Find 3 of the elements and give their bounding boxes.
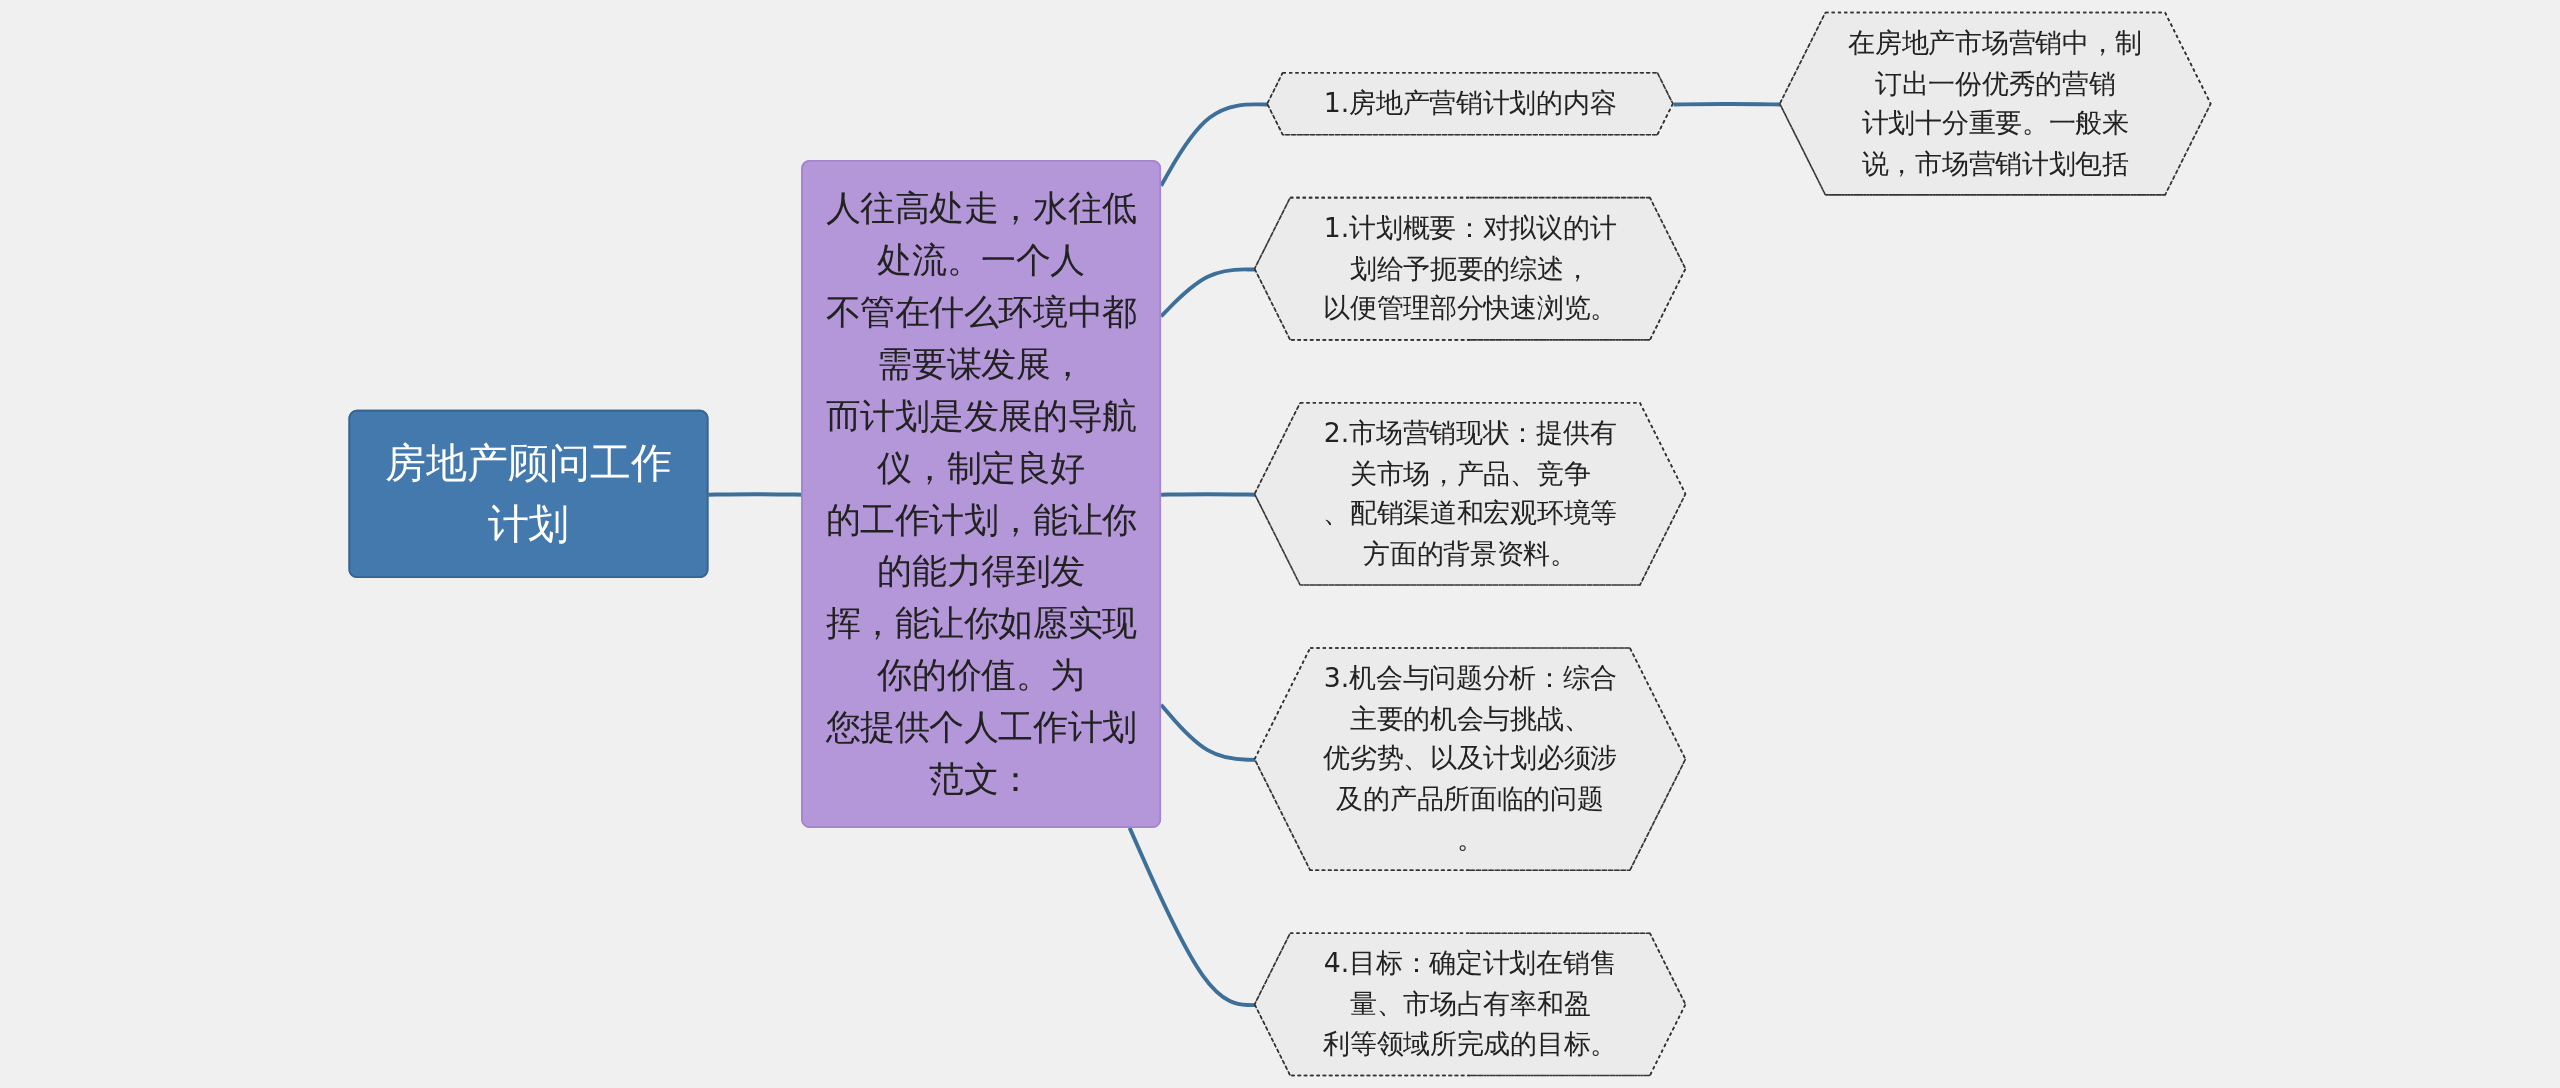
connector [1127, 827, 1256, 1008]
connector [1161, 492, 1256, 497]
connector [1673, 102, 1781, 107]
